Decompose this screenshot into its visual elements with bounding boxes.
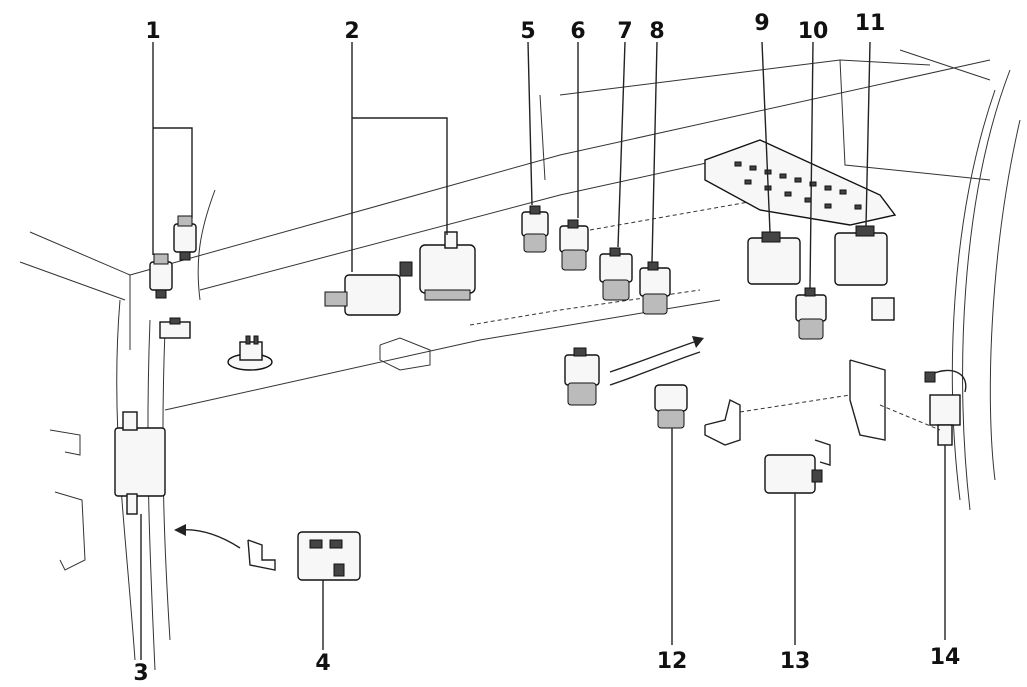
body-panel-outline: [19, 49, 1021, 671]
relay-right: [419, 231, 476, 301]
arrow-4: [177, 528, 241, 549]
callout-11: 11: [855, 11, 886, 36]
bracket-small: [159, 317, 191, 339]
pressure-switch-upper: [173, 215, 197, 261]
callout-14: 14: [930, 645, 961, 670]
arrow-loose-a: [609, 339, 701, 373]
callout-6: 6: [570, 19, 585, 44]
callout-3: 3: [133, 661, 148, 686]
flasher-unit: [114, 411, 166, 515]
bracket-harness-14: [849, 359, 967, 446]
small-bracket-right: [871, 297, 895, 321]
callout-1: 1: [145, 19, 160, 44]
mount-bracket: [247, 539, 276, 571]
sender-switch-loose: [564, 347, 600, 406]
arrow-4-head: [174, 524, 186, 536]
clip-13: [814, 439, 831, 466]
callout-12: 12: [657, 649, 688, 674]
relay-small-13: [764, 454, 823, 494]
dash-guide-a: [739, 394, 851, 413]
wall-brackets: [49, 429, 86, 571]
callout-2: 2: [344, 19, 359, 44]
callout-7: 7: [617, 19, 632, 44]
dash-guide-b: [879, 404, 941, 431]
sender-switch-10: [795, 287, 827, 340]
sender-switch-5: [521, 205, 549, 253]
sender-switch-6: [559, 219, 589, 271]
relay-left: [324, 261, 413, 316]
callout-5: 5: [520, 19, 535, 44]
sender-base: [227, 335, 273, 371]
callout-13: 13: [780, 649, 811, 674]
sender-switch-7: [599, 247, 633, 301]
callout-10: 10: [798, 19, 829, 44]
sender-switch-8: [639, 261, 671, 315]
callout-4: 4: [315, 651, 330, 676]
bracket-12: [704, 398, 741, 446]
relay-square-9: [747, 231, 801, 285]
callout-8: 8: [649, 19, 664, 44]
arrow-loose-head: [692, 336, 704, 348]
arrow-loose-b: [609, 351, 701, 386]
sender-switch-12: [654, 384, 688, 429]
leader-lines: [140, 41, 946, 660]
relay-plug: [297, 531, 361, 581]
pressure-switch-lower: [149, 253, 173, 299]
callout-9: 9: [754, 11, 769, 36]
relay-square-11: [834, 225, 888, 286]
